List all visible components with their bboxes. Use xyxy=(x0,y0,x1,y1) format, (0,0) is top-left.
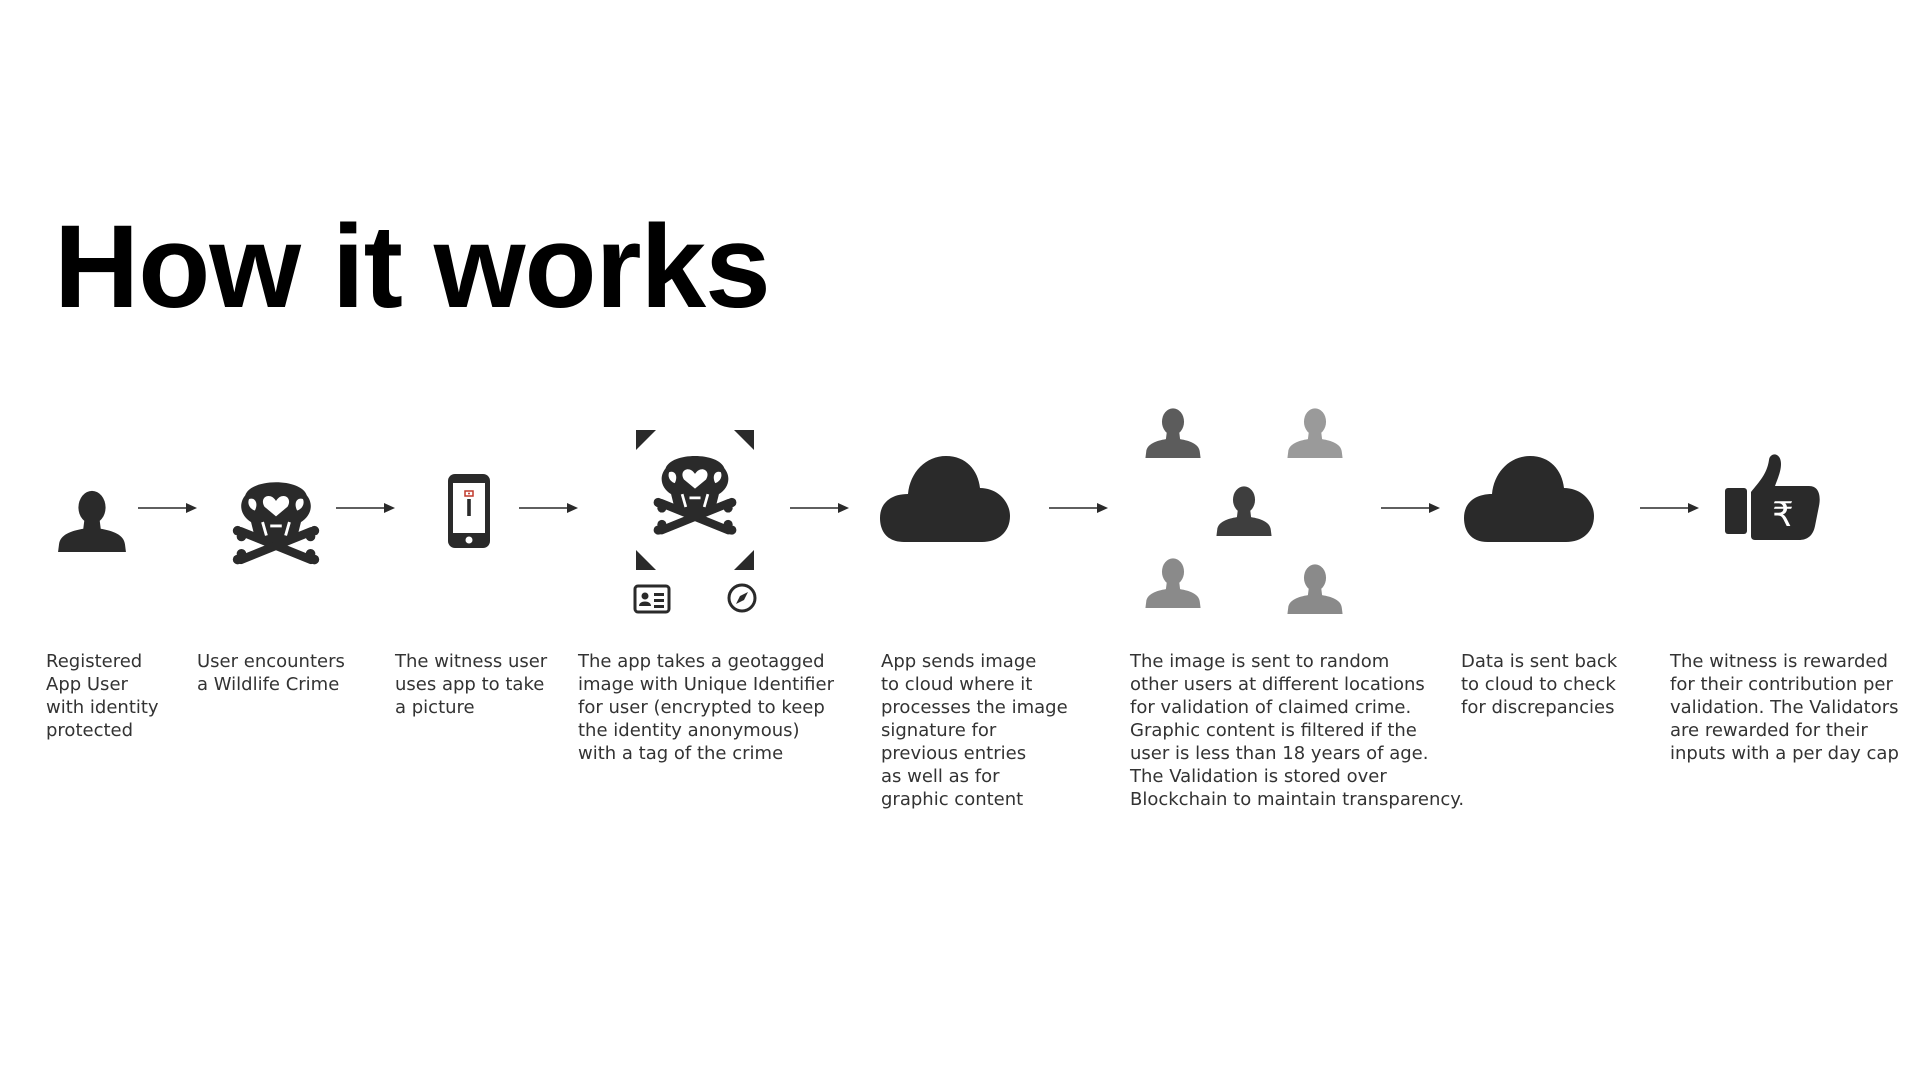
user-icon xyxy=(58,488,126,552)
cloud-icon xyxy=(880,456,1010,542)
step-2-caption: User encounters a Wildlife Crime xyxy=(197,651,345,695)
step-5-caption: App sends image to cloud where it proces… xyxy=(881,651,1068,810)
users-network-icon xyxy=(1140,406,1350,614)
rupee-symbol: ₹ xyxy=(1772,495,1794,535)
cloud-icon xyxy=(1464,456,1594,542)
framed-skull-icon xyxy=(636,430,754,570)
arrow-icon xyxy=(790,502,850,514)
step-8-caption: The witness is rewarded for their contri… xyxy=(1670,651,1899,764)
step-3-caption: The witness user uses app to take a pict… xyxy=(395,651,548,718)
skull-crossbones-icon xyxy=(228,476,324,572)
compass-icon xyxy=(726,582,758,614)
arrow-icon xyxy=(519,502,579,514)
arrow-icon xyxy=(336,502,396,514)
id-card-icon xyxy=(633,584,671,614)
step-6-caption: The image is sent to random other users … xyxy=(1130,651,1465,810)
page-title: How it works xyxy=(54,201,771,333)
step-4-caption: The app takes a geotagged image with Uni… xyxy=(578,651,834,764)
step-1-caption: Registered App User with identity protec… xyxy=(46,651,159,741)
arrow-icon xyxy=(138,502,198,514)
thumbs-up-rupee-icon: ₹ xyxy=(1725,452,1821,542)
arrow-icon xyxy=(1381,502,1441,514)
arrow-icon xyxy=(1049,502,1109,514)
smartphone-icon xyxy=(446,472,492,550)
step-7-caption: Data is sent back to cloud to check for … xyxy=(1461,651,1618,718)
arrow-icon xyxy=(1640,502,1700,514)
